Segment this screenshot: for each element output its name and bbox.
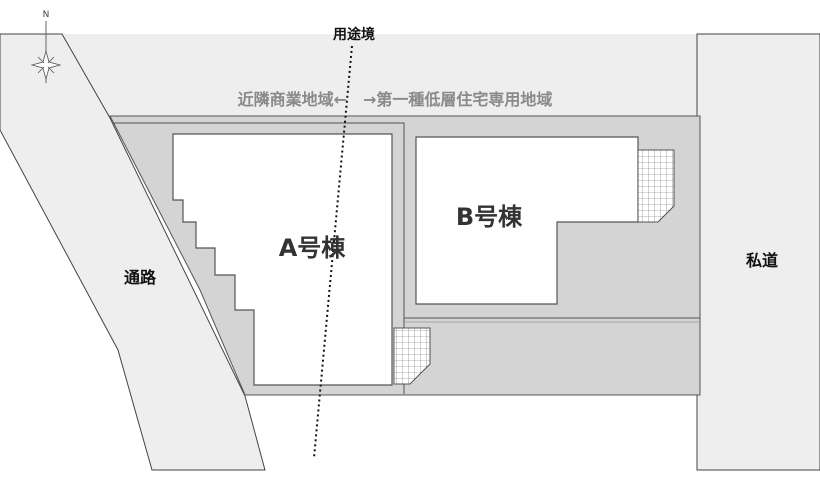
building-a-label: A号棟 (279, 234, 347, 262)
road-top-band (0, 34, 820, 116)
building-b-label: B号棟 (456, 203, 523, 231)
road-right (696, 33, 820, 471)
road-left-label: 通路 (124, 268, 157, 287)
lot-division-a (114, 122, 405, 394)
road-right-label: 私道 (746, 251, 778, 270)
zone-boundary-label: 用途境 (333, 26, 375, 43)
north-label: N (43, 10, 50, 20)
building-b (415, 136, 639, 305)
north-arrow-icon (30, 21, 62, 83)
patio-a (393, 327, 431, 385)
zone-boundary-line (313, 45, 353, 459)
road-left (0, 33, 266, 471)
zone-label: 近隣商業地域← →第一種低層住宅専用地域 (238, 90, 553, 109)
patio-b (637, 149, 675, 223)
